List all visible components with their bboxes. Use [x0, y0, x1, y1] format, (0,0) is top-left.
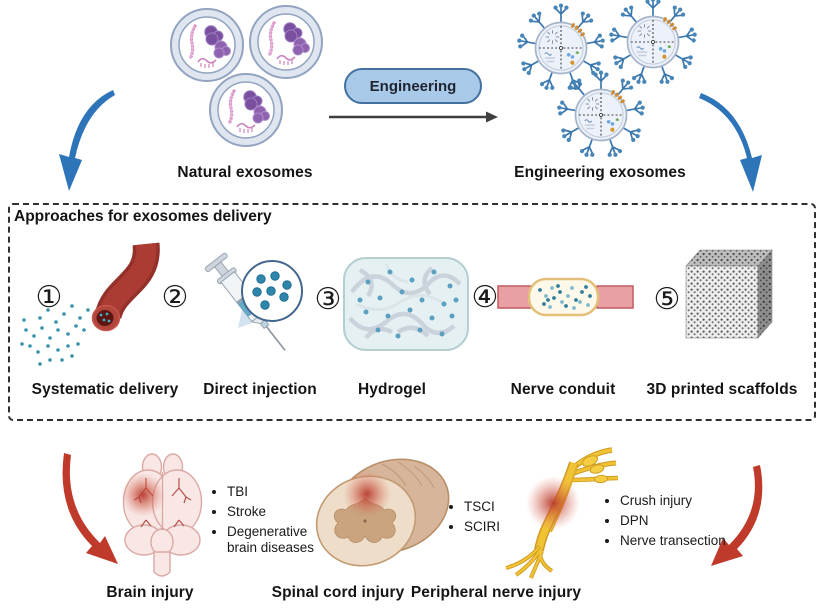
label-brain-injury: Brain injury	[106, 584, 194, 601]
circled-number-2: ②	[161, 280, 189, 315]
natural-exosomes-illustration	[169, 4, 324, 148]
red-curved-arrow-right	[711, 465, 763, 566]
peripheral-nerve-injury-bullet-list: Crush injury DPN Nerve transection	[604, 493, 760, 553]
list-item: TBI	[227, 484, 332, 500]
blue-curved-arrow-left	[59, 90, 115, 191]
label-spinal-cord-injury: Spinal cord injury	[271, 584, 405, 601]
list-item: Nerve transection	[620, 533, 760, 549]
exosome-spray-dots	[20, 304, 90, 366]
circled-number-5: ⑤	[653, 282, 681, 317]
engineering-button: Engineering	[344, 68, 482, 104]
engineering-button-label: Engineering	[369, 77, 457, 95]
label-peripheral-nerve-injury: Peripheral nerve injury	[410, 584, 582, 601]
approaches-delivery-box	[8, 203, 816, 421]
brain-injury-bullet-list: TBI Stroke Degenerative brain diseases	[211, 484, 332, 560]
circled-number-3: ③	[314, 282, 342, 317]
hydrogel-icon	[343, 257, 469, 351]
list-item: SCIRI	[464, 519, 544, 535]
blue-curved-arrow-right	[699, 93, 762, 192]
brain-icon	[121, 453, 203, 577]
syringe-icon	[204, 252, 303, 351]
process-arrow	[329, 111, 498, 123]
circled-number-4: ④	[471, 280, 499, 315]
conduit-exosome-dots	[538, 284, 592, 310]
label-3d-printed-scaffolds: 3D printed scaffolds	[646, 381, 798, 398]
label-hydrogel: Hydrogel	[358, 381, 426, 398]
hydrogel-exosome-dots	[357, 269, 459, 339]
porous-scaffold-icon	[685, 249, 773, 339]
list-item: Crush injury	[620, 493, 760, 509]
spinal-cord-icon	[315, 458, 450, 567]
circled-number-1: ①	[35, 280, 63, 315]
label-nerve-conduit: Nerve conduit	[510, 381, 616, 398]
red-curved-arrow-left	[62, 453, 118, 564]
nerve-conduit-icon	[497, 277, 634, 317]
label-systematic-delivery: Systematic delivery	[31, 381, 179, 398]
spinal-cord-injury-bullet-list: TSCI SCIRI	[448, 499, 544, 539]
label-direct-injection: Direct injection	[203, 381, 317, 398]
list-item: Degenerative brain diseases	[227, 524, 332, 556]
magnified-exosome-dots	[252, 271, 292, 310]
peripheral-nerve-icon	[505, 447, 619, 579]
list-item: DPN	[620, 513, 760, 529]
list-item: TSCI	[464, 499, 544, 515]
natural-exosomes-label: Natural exosomes	[177, 164, 313, 181]
blood-vessel-icon	[20, 242, 160, 366]
engineering-exosomes-label: Engineering exosomes	[514, 164, 686, 181]
approaches-box-title: Approaches for exosomes delivery	[14, 208, 272, 225]
list-item: Stroke	[227, 504, 332, 520]
engineering-exosomes-illustration	[516, 0, 698, 159]
